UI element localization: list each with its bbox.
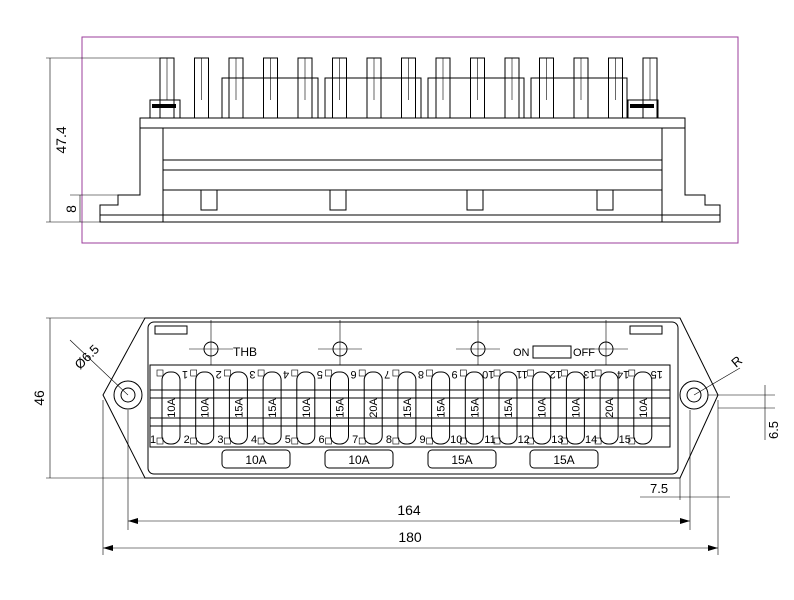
position-number-bottom: 7	[352, 434, 358, 446]
dim-height-plan: 46	[31, 390, 47, 406]
screw-icon	[318, 320, 362, 365]
fuse: 20A 7 7	[352, 368, 390, 446]
group-rating: 10A	[221, 449, 291, 469]
position-number-top: 13	[583, 368, 595, 380]
thb-label: THB	[233, 345, 257, 359]
off-label: OFF	[573, 347, 595, 359]
dim-radius: R	[728, 353, 745, 371]
position-number-top: 4	[283, 368, 289, 380]
fuse-rating: 15A	[503, 398, 515, 418]
fuse-rating: 10A	[570, 398, 582, 418]
fuse-rating: 10A	[537, 398, 549, 418]
position-number-bottom: 11	[484, 434, 495, 446]
position-number-bottom: 1	[150, 434, 156, 446]
position-number-top: 9	[452, 368, 458, 380]
position-number-top: 5	[317, 368, 323, 380]
fuse: 15A 4 4	[251, 368, 289, 446]
position-number-top: 2	[216, 368, 222, 380]
flange-outline	[99, 117, 721, 223]
view-frame	[81, 36, 739, 244]
position-number-bottom: 13	[551, 434, 563, 446]
group-rating: 10A	[324, 449, 394, 469]
fuse-rating: 15A	[267, 398, 279, 418]
position-number-bottom: 3	[217, 434, 223, 446]
dim-offset: 7.5	[650, 481, 668, 496]
position-number-top: 1	[182, 368, 188, 380]
group-rating-label: 15A	[553, 453, 574, 467]
screw-icon	[584, 320, 628, 365]
position-number-bottom: 9	[420, 434, 426, 446]
fuse: 15A 6 6	[318, 368, 356, 446]
fuse: 15A 9 9	[420, 368, 458, 446]
fuse: 10A 13 13	[551, 368, 595, 446]
fuse-rating: 10A	[638, 398, 650, 418]
mount-hole-left	[113, 380, 143, 410]
fuse: 15A 8 8	[386, 368, 424, 446]
position-number-bottom: 14	[585, 434, 597, 446]
group-rating: 15A	[427, 449, 497, 469]
on-off-switch	[532, 345, 572, 359]
fuse: 10A 12 12	[518, 368, 562, 446]
fuse-rating: 15A	[402, 398, 414, 418]
fuse: 10A 1 1	[150, 368, 188, 446]
position-number-top: 8	[418, 368, 424, 380]
position-number-top: 3	[249, 368, 255, 380]
fuse-rating: 10A	[200, 398, 212, 418]
dim-edge: 6.5	[766, 421, 781, 439]
position-number-bottom: 8	[386, 434, 392, 446]
position-number-bottom: 4	[251, 434, 257, 446]
dim-hole-pitch: 164	[397, 502, 421, 518]
position-number-bottom: 10	[450, 434, 462, 446]
position-number-top: 10	[482, 368, 494, 380]
position-number-top: 12	[550, 368, 562, 380]
position-number-top: 6	[350, 368, 356, 380]
fuse-rating: 15A	[436, 398, 448, 418]
group-rating-label: 15A	[451, 453, 472, 467]
position-number-bottom: 2	[184, 434, 190, 446]
fuse-rating: 20A	[368, 398, 380, 418]
fuse: 15A 11 11	[484, 368, 527, 446]
fuse-rating: 15A	[335, 398, 347, 418]
position-number-top: 14	[617, 368, 629, 380]
fuse-rating: 10A	[166, 398, 178, 418]
position-number-bottom: 15	[619, 434, 631, 446]
position-number-bottom: 5	[285, 434, 291, 446]
on-label: ON	[513, 347, 530, 359]
fuse: 10A 5 5	[285, 368, 323, 446]
fuse: 10A 2 2	[184, 368, 222, 446]
top-plan-view: 10A1110A2215A3315A4410A5515A6620A7715A88…	[31, 317, 781, 555]
group-rating-label: 10A	[245, 453, 266, 467]
fuse-rating: 15A	[469, 398, 481, 418]
fuse-rating: 15A	[233, 398, 245, 418]
group-rating: 15A	[529, 449, 599, 469]
position-number-bottom: 12	[518, 434, 530, 446]
dim-base-top: 8	[63, 205, 79, 213]
position-number-bottom: 6	[318, 434, 324, 446]
side-view: 47.4 8	[46, 36, 739, 244]
position-number-top: 11	[516, 368, 527, 380]
position-number-top: 7	[384, 368, 390, 380]
fuse: 10A 15 15	[619, 368, 663, 446]
group-rating-label: 10A	[348, 453, 369, 467]
fuse-rating: 20A	[604, 398, 616, 418]
dim-length: 180	[398, 529, 422, 545]
screw-icon	[189, 320, 233, 365]
dim-height-top: 47.4	[53, 126, 69, 153]
position-number-top: 15	[651, 368, 663, 380]
fuse: 15A 10 10	[450, 368, 494, 446]
fuse-rating: 10A	[301, 398, 313, 418]
fuse: 20A 14 14	[585, 368, 629, 446]
fuse: 15A 3 3	[217, 368, 255, 446]
screw-icon	[456, 320, 500, 365]
